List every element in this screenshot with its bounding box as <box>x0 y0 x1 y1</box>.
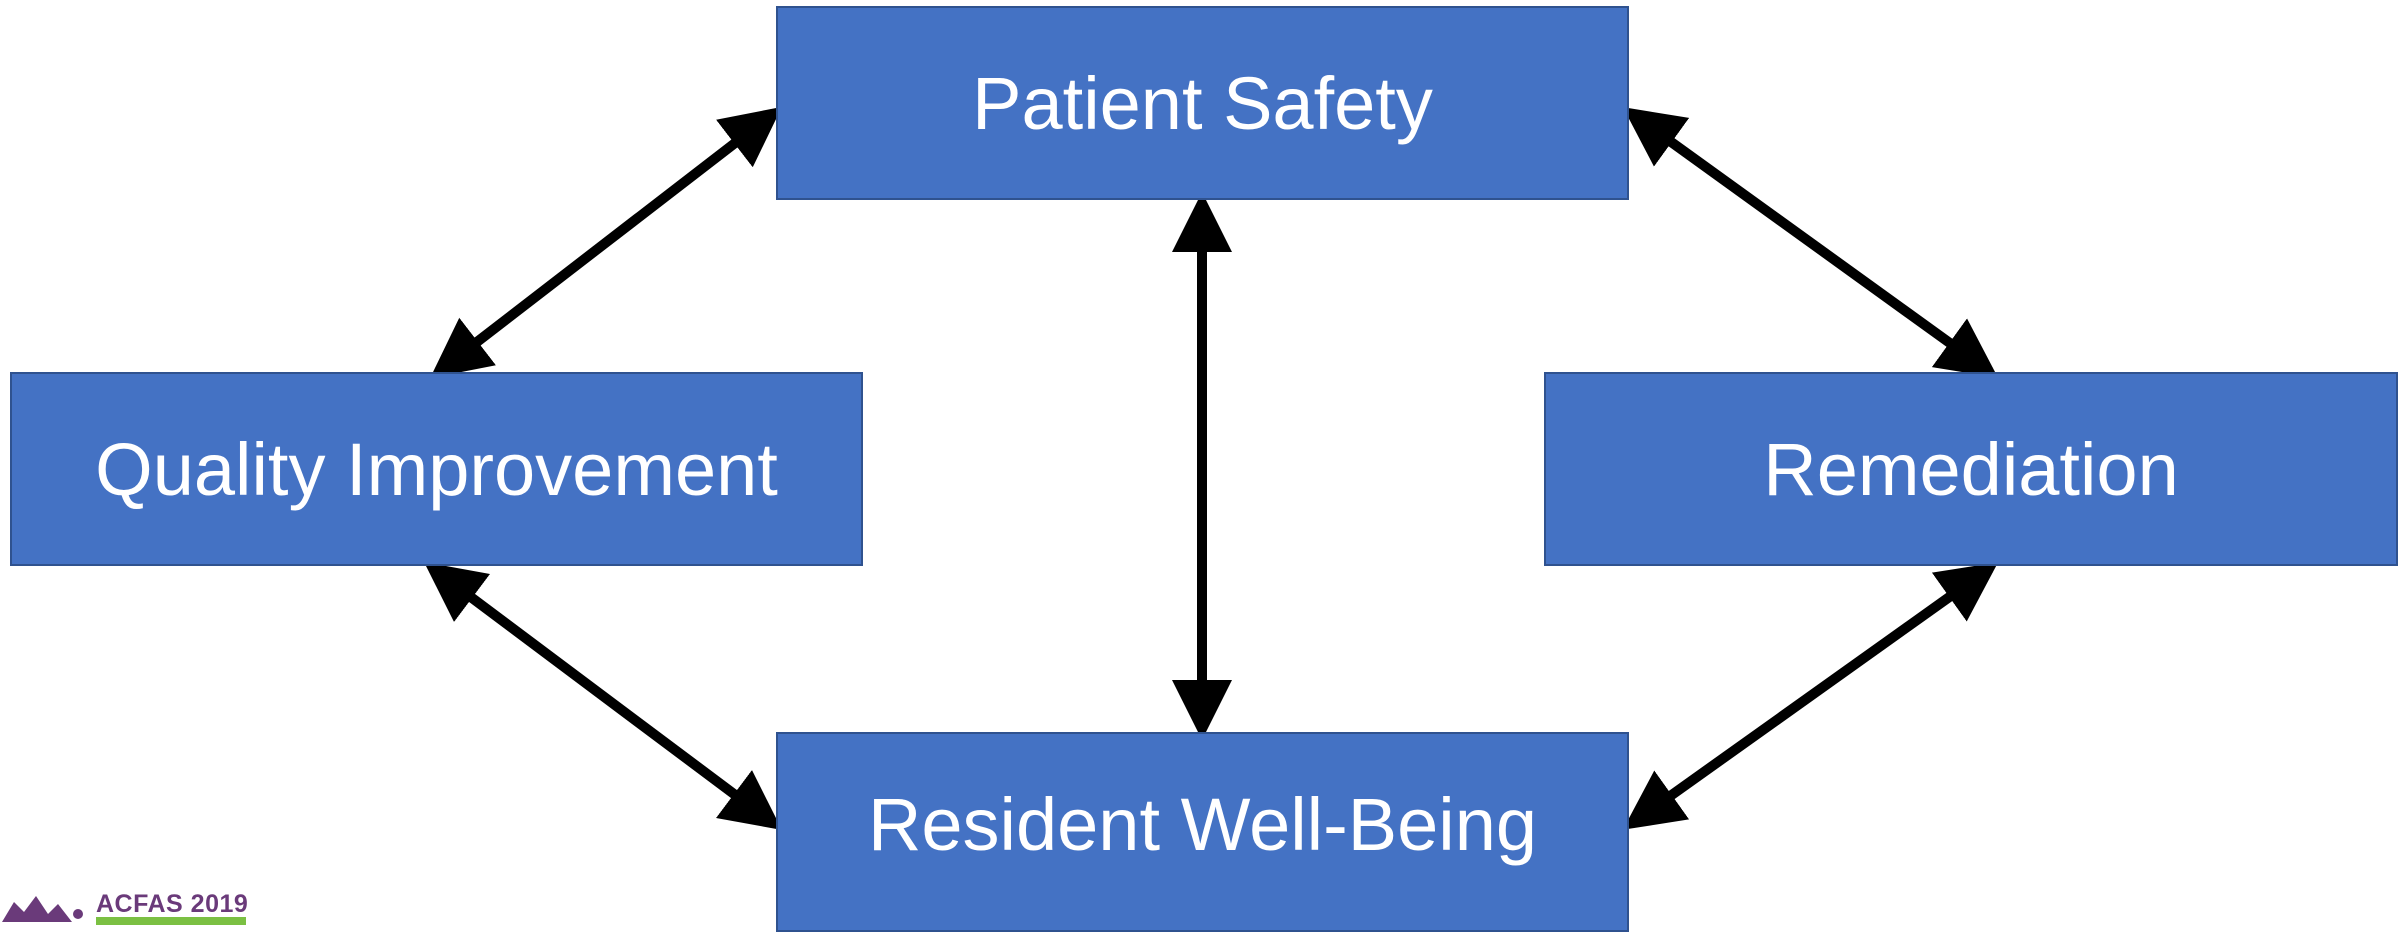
node-remediation: Remediation <box>1544 372 2398 566</box>
acfas-logo-subtitle-bar <box>96 917 246 925</box>
node-quality-improvement: Quality Improvement <box>10 372 863 566</box>
node-label-resident-well-being: Resident Well-Being <box>867 782 1538 866</box>
node-patient-safety: Patient Safety <box>776 6 1629 200</box>
node-resident-well-being: Resident Well-Being <box>776 732 1629 932</box>
arrow-patient-safety-quality-improvement <box>430 106 782 379</box>
arrow-remediation-resident-well-being <box>1622 562 1999 830</box>
arrow-patient-safety-remediation <box>1622 107 1999 378</box>
acfas-logo-mark <box>2 896 83 922</box>
node-label-remediation: Remediation <box>1763 427 2179 511</box>
acfas-logo-text: ACFAS 2019 <box>96 890 249 918</box>
acfas-logo: ACFAS 2019 <box>0 890 300 925</box>
node-label-patient-safety: Patient Safety <box>972 61 1433 145</box>
node-label-quality-improvement: Quality Improvement <box>95 427 778 511</box>
arrow-quality-improvement-resident-well-being <box>423 562 783 830</box>
